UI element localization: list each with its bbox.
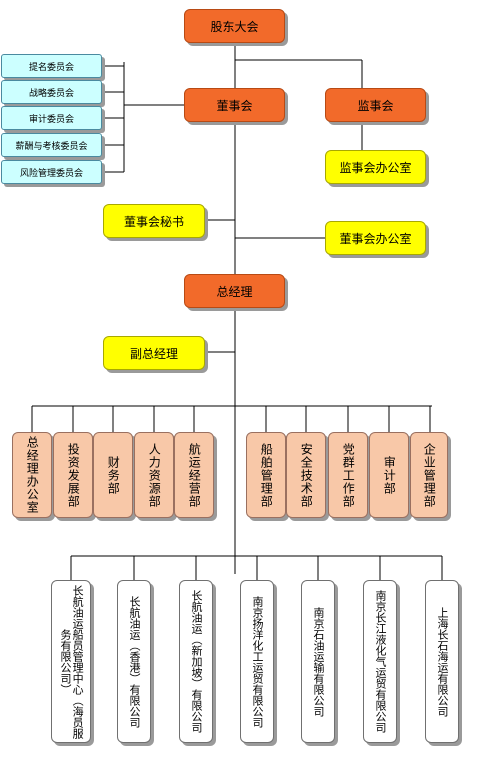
- department-box: 投资发展部: [53, 432, 93, 518]
- department-box: 船舶管理部: [246, 432, 286, 518]
- department-box: 人力资源部: [134, 432, 174, 518]
- board-secretary-box: 董事会秘书: [103, 204, 205, 238]
- department-box: 审计部: [369, 432, 409, 518]
- subsidiary-box: 长航油运（新加坡）有限公司: [179, 580, 213, 743]
- subsidiary-box: 南京长江液化气运贸有限公司: [363, 580, 397, 743]
- department-box: 党群工作部: [328, 432, 368, 518]
- committee-box: 风险管理委员会: [1, 160, 102, 184]
- subsidiary-box: 长航油运（香港）有限公司: [117, 580, 151, 743]
- subsidiary-box: 南京石油运输有限公司: [301, 580, 335, 743]
- committee-box: 薪酬与考核委员会: [1, 133, 102, 157]
- department-box: 总经理办公室: [12, 432, 52, 518]
- department-box: 安全技术部: [286, 432, 326, 518]
- general-manager-box: 总经理: [184, 274, 285, 308]
- supervisors-office-box: 监事会办公室: [325, 150, 426, 184]
- board-office-box: 董事会办公室: [325, 221, 426, 255]
- committee-box: 审计委员会: [1, 106, 102, 130]
- committee-box: 提名委员会: [1, 54, 102, 78]
- subsidiary-box: 南京扬洋化工运贸有限公司: [240, 580, 274, 743]
- subsidiary-box: 长航油运船员管理中心（海员服务有限公司）: [51, 580, 91, 743]
- board-box: 董事会: [184, 88, 285, 122]
- shareholders-box: 股东大会: [184, 9, 285, 43]
- supervisors-box: 监事会: [325, 88, 426, 122]
- committee-box: 战略委员会: [1, 80, 102, 104]
- deputy-gm-box: 副总经理: [103, 336, 205, 370]
- department-box: 财务部: [93, 432, 133, 518]
- department-box: 航运经营部: [174, 432, 214, 518]
- department-box: 企业管理部: [410, 432, 448, 518]
- subsidiary-box: 上海长石海运有限公司: [425, 580, 459, 743]
